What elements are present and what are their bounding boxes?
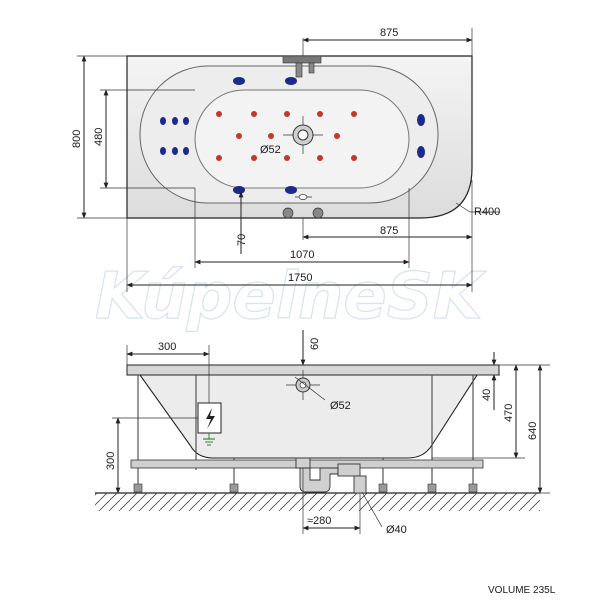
dim-top-875: 875 bbox=[380, 27, 398, 39]
jet-blue bbox=[417, 146, 425, 158]
tub-rim bbox=[126, 364, 500, 376]
jet-blue bbox=[417, 114, 425, 126]
jet-blue bbox=[172, 117, 178, 125]
jet-blue bbox=[160, 147, 166, 155]
floor-hatch bbox=[95, 493, 540, 511]
dim-height-640: 640 bbox=[527, 422, 539, 440]
jet-red bbox=[251, 111, 257, 117]
jet-red bbox=[334, 133, 340, 139]
jet-blue bbox=[285, 77, 297, 85]
dim-depth-470: 470 bbox=[503, 404, 515, 422]
jet-red bbox=[216, 155, 222, 161]
dim-side-300: 300 bbox=[158, 341, 176, 353]
dim-inner-1070: 1070 bbox=[290, 249, 314, 261]
valve-icon bbox=[282, 194, 324, 219]
dim-total-1750: 1750 bbox=[288, 272, 312, 284]
dim-siphon-280: ≈280 bbox=[307, 515, 331, 527]
side-drain-icon bbox=[286, 370, 320, 400]
jet-blue bbox=[285, 186, 297, 194]
dim-side-60: 60 bbox=[309, 338, 321, 350]
jet-red bbox=[351, 155, 357, 161]
jet-red bbox=[317, 155, 323, 161]
hydro-jets bbox=[216, 111, 357, 161]
dim-height-800: 800 bbox=[71, 130, 83, 148]
dim-bottom-875: 875 bbox=[380, 225, 398, 237]
top-view: 875 800 480 Ø52 R400 70 875 1070 17 bbox=[71, 27, 500, 292]
adjustable-feet bbox=[133, 483, 478, 493]
volume-label: VOLUME 235L bbox=[488, 585, 556, 596]
jet-red bbox=[351, 111, 357, 117]
jet-blue bbox=[183, 147, 189, 155]
dim-waste-40: Ø40 bbox=[386, 524, 407, 536]
jet-red bbox=[268, 133, 274, 139]
side-view: 300 60 Ø52 40 470 640 300 ≈280 Ø40 bbox=[95, 330, 550, 536]
tub-body-side bbox=[138, 374, 479, 459]
drain-icon bbox=[283, 116, 323, 154]
support-legs bbox=[137, 375, 474, 490]
watermark-text: KúpelneSK bbox=[95, 260, 487, 334]
siphon-icon bbox=[295, 457, 367, 494]
dim-power-300: 300 bbox=[105, 452, 117, 470]
jet-red bbox=[236, 133, 242, 139]
dim-drain-52: Ø52 bbox=[260, 144, 281, 156]
dim-side-drain-52: Ø52 bbox=[330, 400, 351, 412]
jet-red bbox=[251, 155, 257, 161]
power-box-icon bbox=[197, 402, 222, 446]
dim-offset-70: 70 bbox=[236, 234, 248, 246]
jet-red bbox=[284, 111, 290, 117]
jet-blue bbox=[160, 117, 166, 125]
faucet-icon bbox=[282, 55, 322, 78]
jet-blue bbox=[183, 117, 189, 125]
jet-red bbox=[317, 111, 323, 117]
jet-blue bbox=[172, 147, 178, 155]
jet-red bbox=[216, 111, 222, 117]
jet-blue bbox=[233, 77, 245, 85]
dim-inner-480: 480 bbox=[93, 128, 105, 146]
dim-radius-400: R400 bbox=[474, 206, 500, 218]
jet-blue bbox=[233, 186, 245, 194]
dim-rim-40: 40 bbox=[481, 389, 493, 401]
jet-red bbox=[284, 155, 290, 161]
